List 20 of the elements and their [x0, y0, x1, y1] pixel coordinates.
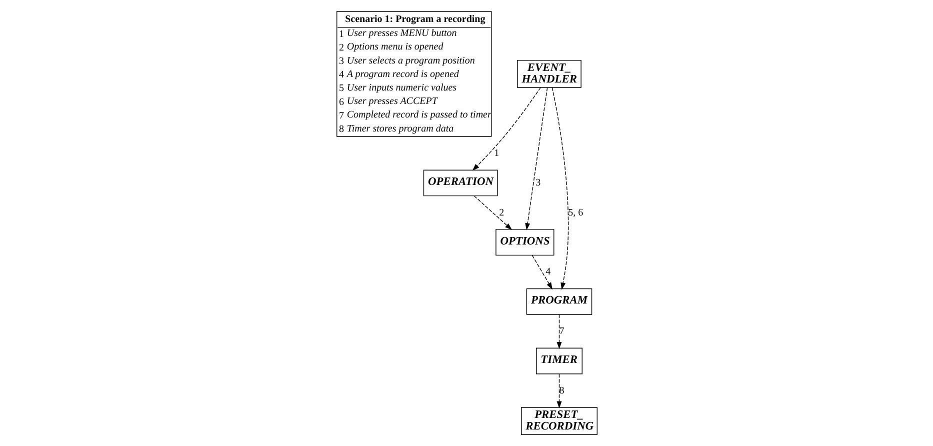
arrow	[551, 87, 568, 290]
node-box: OPTIONS	[495, 229, 554, 256]
arrow	[472, 87, 540, 171]
node-box: PROGRAM	[526, 288, 592, 315]
arrow	[524, 87, 548, 230]
edge-label: 8	[558, 385, 564, 396]
node-box: PRESET_ RECORDING	[520, 407, 597, 436]
node-box: TIMER	[536, 348, 582, 374]
arrow	[556, 374, 562, 408]
edge-label: 3	[535, 178, 540, 189]
edge-label: 2	[498, 207, 504, 218]
arrow	[473, 196, 512, 230]
node-box: EVENT_ HANDLER	[516, 60, 581, 88]
arrow	[531, 254, 552, 290]
edge-label: 4	[545, 266, 550, 278]
edge-label: 1	[494, 148, 499, 159]
node-box: OPERATION	[422, 170, 498, 196]
edge-label: 5, 6	[568, 207, 583, 218]
edge-label: 7	[558, 326, 564, 337]
arrow	[556, 314, 562, 350]
